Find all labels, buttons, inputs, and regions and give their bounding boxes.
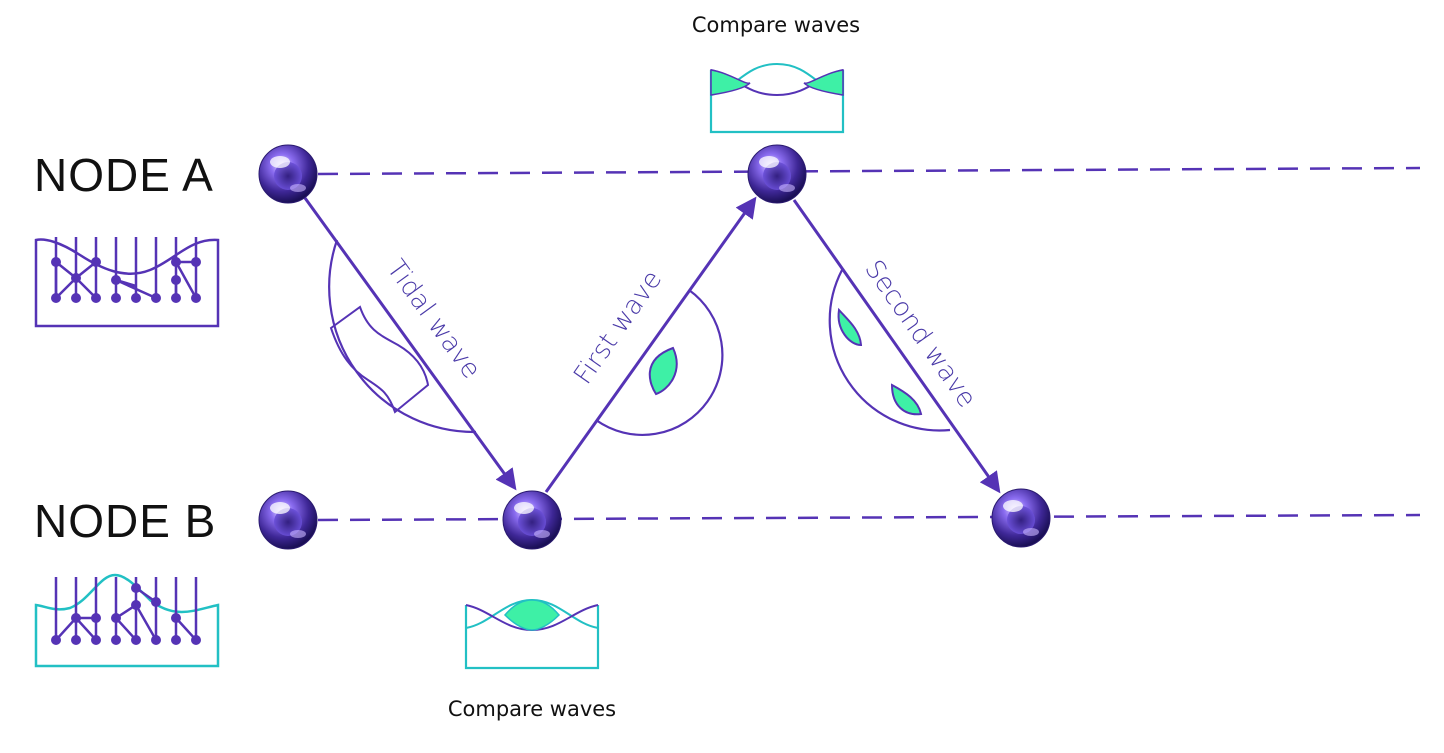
second-wave-arrow	[792, 199, 1001, 494]
node-b-timeline	[317, 513, 1421, 522]
first-wave-arrow	[544, 196, 757, 493]
node-b-sphere-second	[991, 488, 1051, 548]
node-b-sphere-start	[258, 490, 318, 550]
node-a-label: NODE A	[34, 149, 214, 201]
node-b-sphere-first	[502, 490, 562, 550]
second-wave-label: Second wave	[858, 255, 982, 414]
node-b-network-icon	[34, 573, 220, 668]
node-a-network-icon	[34, 237, 220, 328]
first-wave-arc	[595, 289, 724, 436]
node-a-timeline	[317, 166, 1421, 176]
node-a-sphere-start	[258, 144, 318, 204]
tidal-wave-label: Tidal wave	[380, 254, 486, 384]
node-a-sphere-receive	[747, 144, 807, 204]
second-wave-arc	[828, 269, 951, 432]
tidal-wave-arrow	[303, 197, 517, 491]
compare-waves-bottom-icon	[464, 598, 600, 670]
compare-waves-top-icon	[709, 62, 845, 134]
compare-waves-top-caption: Compare waves	[692, 13, 860, 37]
compare-waves-bottom-caption: Compare waves	[448, 697, 616, 721]
second-wave-lens-upper	[837, 307, 863, 347]
first-wave-lens	[648, 346, 678, 396]
second-wave-lens-lower	[890, 383, 923, 416]
tidal-wave-shape	[329, 305, 430, 414]
node-b-label: NODE B	[34, 495, 216, 547]
